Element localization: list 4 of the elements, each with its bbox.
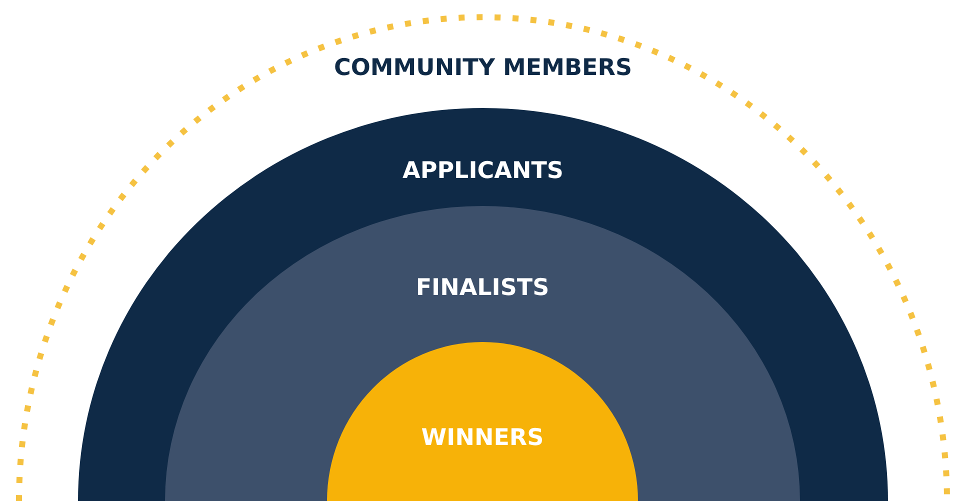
ring-label: WINNERS xyxy=(421,425,544,451)
ring-label: APPLICANTS xyxy=(402,158,564,184)
ring-label: COMMUNITY MEMBERS xyxy=(334,55,632,81)
ring-label: FINALISTS xyxy=(416,275,550,301)
